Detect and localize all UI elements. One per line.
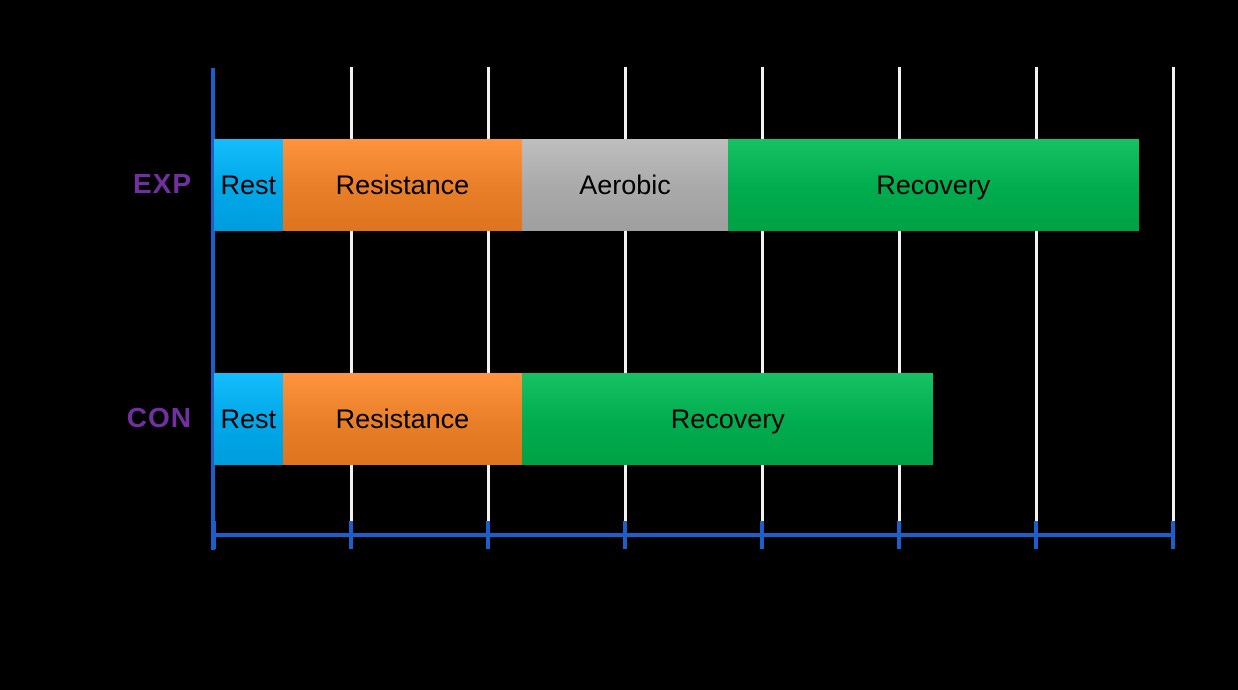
bar-segment-aerobic: Aerobic: [522, 139, 728, 231]
segment-label: Aerobic: [579, 169, 671, 200]
segment-label: Rest: [220, 169, 277, 200]
bar-row-exp: Rest Resistance Aerobic Recovery: [214, 139, 1139, 231]
bar-segment-resistance: Resistance: [282, 139, 523, 231]
bar-row-con: Rest Resistance Recovery: [214, 373, 934, 465]
gridline: [761, 67, 764, 524]
gridline: [1035, 67, 1038, 524]
row-label-con: CON: [126, 402, 192, 433]
x-axis-tick: [486, 521, 490, 549]
gridline: [898, 67, 901, 524]
y-axis: [211, 68, 215, 550]
bar-segment-rest: Rest: [214, 139, 283, 231]
segment-label: Resistance: [335, 169, 470, 200]
bar-segment-rest: Rest: [214, 373, 283, 465]
x-axis-tick: [760, 521, 764, 549]
bar-segment-recovery: Recovery: [727, 139, 1139, 231]
row-label-exp: EXP: [132, 168, 192, 199]
x-axis-tick: [623, 521, 627, 549]
segment-label: Recovery: [670, 403, 785, 434]
bar-segment-recovery: Recovery: [522, 373, 934, 465]
segment-label: Rest: [220, 403, 277, 434]
gridline: [1172, 67, 1175, 524]
x-axis-tick: [897, 521, 901, 549]
x-axis-tick: [212, 521, 216, 549]
gridline: [350, 67, 353, 524]
x-axis: [211, 533, 1175, 537]
gridline: [487, 67, 490, 524]
x-axis-tick: [1034, 521, 1038, 549]
x-axis-tick: [1171, 521, 1175, 549]
x-axis-tick: [349, 521, 353, 549]
segment-label: Resistance: [335, 403, 470, 434]
segment-label: Recovery: [876, 169, 991, 200]
bar-segment-resistance: Resistance: [282, 373, 523, 465]
gridline: [624, 67, 627, 524]
